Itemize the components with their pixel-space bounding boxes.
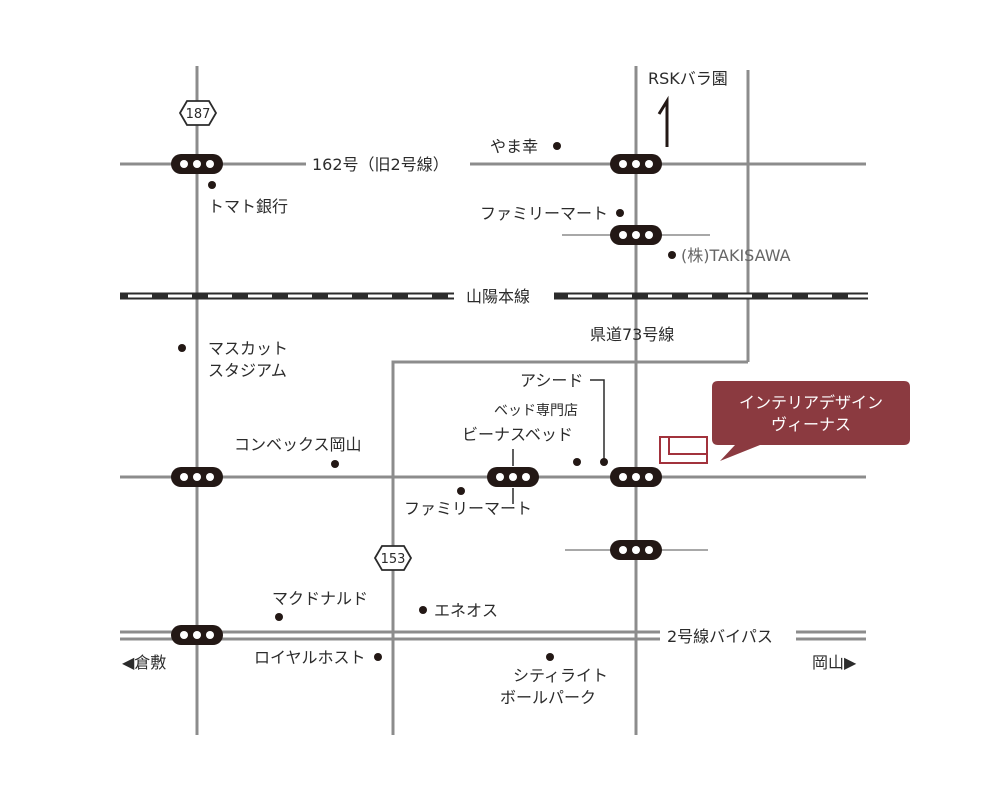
route-shield-187: 187: [178, 100, 218, 126]
place-dots: [178, 142, 676, 661]
familymart-south-dot: [457, 487, 465, 495]
leader-lines: [512, 379, 605, 504]
eneos-dot: [419, 606, 427, 614]
city-light-label-line1: シティライト: [513, 666, 608, 685]
city-light-label-line2: ボールパーク: [500, 688, 596, 707]
venus-bed-label-line1: ベッド専門店: [494, 403, 578, 419]
direction-okayama: 岡山▶: [812, 653, 857, 672]
destination-callout-line1: インテリアデザイン: [739, 393, 883, 412]
traffic-signal-icon: [171, 467, 223, 487]
royal-host-dot: [374, 653, 382, 661]
traffic-signals: [171, 154, 662, 645]
eneos-label: エネオス: [434, 601, 498, 620]
muscat-stadium-dot: [178, 344, 186, 352]
destination-building-icon: [659, 436, 708, 464]
yamako-label: やま幸: [490, 137, 538, 156]
city-light-dot: [546, 653, 554, 661]
traffic-signal-icon: [171, 154, 223, 174]
destination-callout-line2: ヴィーナス: [771, 415, 851, 434]
traffic-signal-icon: [610, 225, 662, 245]
venus-bed-label-line2: ビーナスベッド: [462, 425, 573, 444]
tomato-bank-label: トマト銀行: [208, 197, 288, 216]
takisawa-dot: [668, 251, 676, 259]
sanyo-line-label: 山陽本線: [466, 287, 530, 306]
muscat-label-line2: スタジアム: [208, 361, 287, 380]
traffic-signal-icon: [610, 540, 662, 560]
road-153: [391, 360, 748, 735]
mcdonalds-label: マクドナルド: [272, 589, 368, 608]
familymart-south-label: ファミリーマート: [404, 499, 532, 518]
familymart-north-dot: [616, 209, 624, 217]
convex-label: コンベックス岡山: [234, 435, 362, 454]
aceed-label: アシード: [520, 371, 583, 390]
tomato-bank-dot: [208, 181, 216, 189]
familymart-north-label: ファミリーマート: [480, 204, 608, 223]
royal-host-label: ロイヤルホスト: [254, 648, 366, 667]
label-gaps: [306, 150, 796, 650]
bypass-label: 2号線バイパス: [667, 627, 773, 646]
route-shield-153: 153: [373, 545, 413, 571]
traffic-signal-icon: [610, 154, 662, 174]
traffic-signal-icon: [610, 467, 662, 487]
prefectural-road-73-label: 県道73号線: [590, 325, 674, 344]
takisawa-label: (株)TAKISAWA: [681, 246, 791, 265]
traffic-signal-icon: [171, 625, 223, 645]
route-shield-187-label: 187: [186, 107, 211, 122]
traffic-signal-icon: [487, 467, 539, 487]
aceed-dot: [600, 458, 608, 466]
muscat-label-line1: マスカット: [208, 339, 288, 358]
venus-bed-dot: [573, 458, 581, 466]
route-162-label: 162号（旧2号線）: [312, 155, 449, 174]
direction-kurashiki: ◀倉敷: [122, 653, 166, 672]
mcdonalds-dot: [275, 613, 283, 621]
route-shield-153-label: 153: [381, 552, 406, 567]
yamako-dot: [553, 142, 561, 150]
convex-dot: [331, 460, 339, 468]
direction-rsk-rose-garden: RSKバラ園: [648, 69, 728, 88]
north-direction-arrow-icon: [657, 95, 669, 147]
destination-callout: インテリアデザイン ヴィーナス: [712, 381, 910, 461]
